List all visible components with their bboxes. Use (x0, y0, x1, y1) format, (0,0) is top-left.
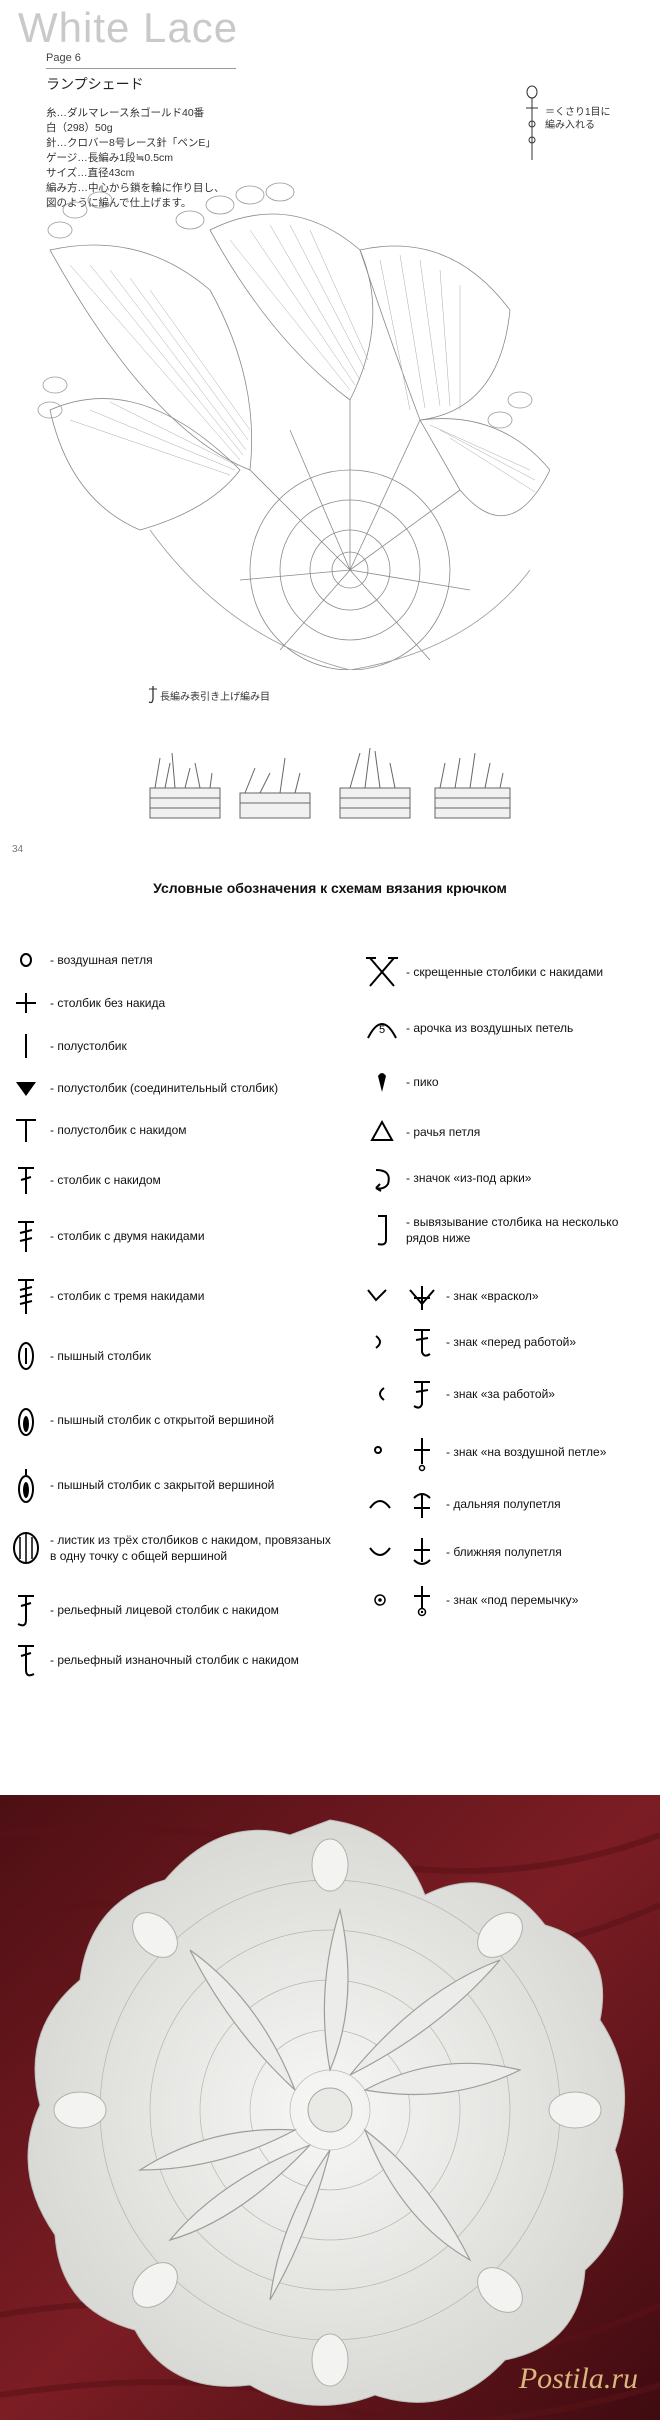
legend-item: - столбик с накидом (6, 1160, 161, 1200)
plus-icon (16, 993, 36, 1013)
puff-icon (18, 1342, 34, 1370)
legend-item: - столбик с двумя накидами (6, 1216, 205, 1256)
leaf-cluster-icon (13, 1532, 39, 1564)
double-dagger-icon (18, 1221, 34, 1252)
legend-item: - полустолбик (соединительный столбик) (6, 1068, 278, 1108)
watermark: Postila.ru (518, 2362, 638, 2395)
brand-title: White Lace (18, 4, 239, 51)
divider (46, 68, 236, 69)
dagger-icon (18, 1167, 34, 1194)
legend-item: - пышный столбик с открытой вершиной (6, 1400, 274, 1440)
legend-item: - ближняя полупетля (362, 1532, 562, 1572)
puff-closed-icon (18, 1469, 34, 1503)
near-loop-stitch-icon (413, 1538, 431, 1565)
materials-line: 編み方…中心から鎖を輪に作り目し、 (46, 182, 225, 194)
materials-line: 糸…ダルマレース糸ゴールド40番 (46, 107, 205, 119)
materials-line: サイズ…直径43cm (46, 167, 135, 179)
side-note: ＝くさり1目に 編み入れる (545, 107, 611, 131)
front-post-icon (17, 1595, 34, 1627)
materials-list: 糸…ダルマレース糸ゴールド40番 白（298）50g 針…クロバー8号レース針「… (46, 106, 225, 211)
triple-dagger-icon (18, 1279, 34, 1314)
chain-circle-icon (20, 953, 32, 967)
doily-image (0, 1795, 660, 2424)
t-icon (16, 1119, 36, 1142)
chevron-stitch-icon (409, 1286, 435, 1310)
legend-item: - пышный столбик (6, 1336, 151, 1376)
legend-item: - рельефный лицевой столбик с накидом (6, 1590, 279, 1630)
legend-item: - столбик без накида (6, 983, 165, 1023)
legend-title: Условные обозначения к схемам вязания кр… (153, 880, 507, 896)
legend-item: - дальняя полупетля (362, 1484, 561, 1524)
legend-item: - знак «на воздушной петле» (362, 1432, 606, 1472)
legend-item: - знак «перед работой» (362, 1322, 576, 1362)
under-bar-icon (374, 1594, 386, 1606)
materials-line: ゲージ…長編み1段≒0.5cm (46, 152, 174, 164)
puff-open-icon (18, 1408, 34, 1436)
pattern-page: White Lace Page 6 ランプシェード 糸…ダルマレース糸ゴールド4… (0, 0, 660, 870)
legend-item: 5 - арочка из воздушных петель (362, 1008, 573, 1048)
pattern-title: ランプシェード (46, 76, 144, 92)
arch-icon: 5 (367, 1023, 397, 1039)
legend-item: - скрещенные столбики с накидами (362, 952, 603, 992)
filled-triangle-icon (16, 1082, 36, 1096)
legend-item: - столбик с тремя накидами (6, 1276, 204, 1316)
on-chain-stitch-icon (414, 1438, 430, 1472)
page-number: 34 (12, 844, 24, 855)
crossed-stitch-icon (366, 957, 398, 987)
front-loop-icon (375, 1335, 381, 1349)
legend-item: - значок «из-под арки» (362, 1158, 531, 1198)
arc-arrow-icon (375, 1169, 390, 1192)
far-loop-stitch-icon (413, 1493, 431, 1518)
legend-item: - знак «за работой» (362, 1374, 555, 1414)
picot-icon (378, 1073, 386, 1092)
front-loop-stitch-icon (414, 1329, 431, 1357)
back-loop-icon (379, 1387, 385, 1401)
legend-item: - воздушная петля (6, 940, 153, 980)
far-loop-icon (369, 1500, 391, 1509)
legend-item: - вывязывание столбика на несколько рядо… (362, 1210, 652, 1250)
back-loop-stitch-icon (413, 1381, 430, 1409)
hook-icon (377, 1215, 387, 1246)
materials-line: 針…クロバー8号レース針「ペンE」 (46, 137, 216, 149)
near-loop-icon (369, 1547, 391, 1556)
under-bar-stitch-icon (414, 1586, 430, 1617)
back-post-icon (18, 1645, 35, 1677)
materials-line: 白（298）50g (46, 122, 113, 134)
legend-item: - полустолбик (6, 1026, 127, 1066)
stitch-swatches (149, 747, 511, 819)
legend-item: - рельефный изнаночный столбик с накидом (6, 1640, 299, 1680)
crochet-diagram (37, 182, 550, 670)
on-chain-icon (374, 1446, 382, 1454)
legend-item: - полустолбик с накидом (6, 1110, 187, 1150)
legend-item: - пико (362, 1062, 439, 1102)
legend-item: - листик из трёх столбиков с накидом, пр… (6, 1528, 336, 1568)
legend-item: - пышный столбик с закрытой вершиной (6, 1465, 274, 1505)
materials-line: 図のように編んで仕上げます。 (46, 197, 192, 209)
triangle-outline-icon (370, 1119, 394, 1141)
doily-photo: Postila.ru (0, 1795, 660, 2424)
legend-item: - знак «враскол» (362, 1276, 539, 1316)
svg-text:5: 5 (379, 1024, 385, 1036)
page-tag: Page 6 (46, 52, 81, 64)
legend-item: - рачья петля (362, 1112, 480, 1152)
chevron-icon (367, 1289, 387, 1302)
legend-item: - знак «под перемычку» (362, 1580, 578, 1620)
vertical-bar-icon (25, 1034, 27, 1058)
stitch-note: 長編み表引き上げ編み目 (160, 692, 270, 703)
front-post-stitch-icon (148, 686, 157, 704)
chain-stitch-symbol-icon (526, 85, 538, 160)
